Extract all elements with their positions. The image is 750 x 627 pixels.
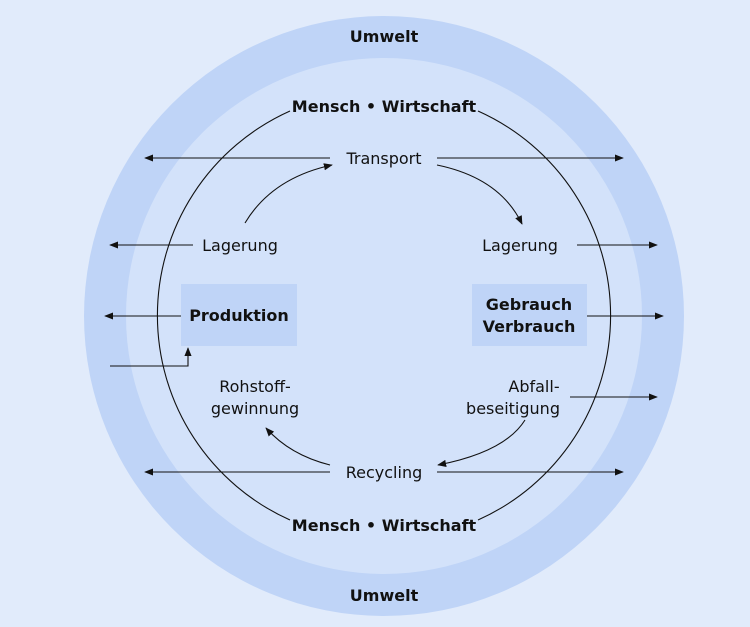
storage-left-label: Lagerung: [202, 236, 278, 255]
production-label: Produktion: [189, 306, 289, 325]
economy-label-bottom: Mensch • Wirtschaft: [292, 516, 477, 535]
production-box: [181, 284, 297, 346]
use-label-line1: Gebrauch: [486, 295, 572, 314]
arrow-transport-to-storage: [436, 164, 523, 225]
arrow-storage-to-transport: [244, 163, 333, 224]
raw-material-label-line2: gewinnung: [211, 399, 299, 418]
economy-label-top: Mensch • Wirtschaft: [292, 97, 477, 116]
environment-label-top: Umwelt: [350, 27, 419, 46]
recycling-label: Recycling: [346, 463, 423, 482]
arrow-waste-to-recycling: [437, 419, 526, 467]
transport-label: Transport: [345, 149, 421, 168]
storage-right-label: Lagerung: [482, 236, 558, 255]
economy-area: [126, 58, 642, 574]
raw-material-label-line1: Rohstoff-: [219, 377, 291, 396]
use-label-line2: Verbrauch: [483, 317, 576, 336]
waste-label-line1: Abfall-: [508, 377, 559, 396]
arrow-input-production: [110, 347, 192, 367]
use-box: [472, 284, 587, 346]
environment-label-bottom: Umwelt: [350, 586, 419, 605]
waste-label-line2: beseitigung: [466, 399, 560, 418]
arrow-recycling-to-raw: [265, 427, 331, 466]
